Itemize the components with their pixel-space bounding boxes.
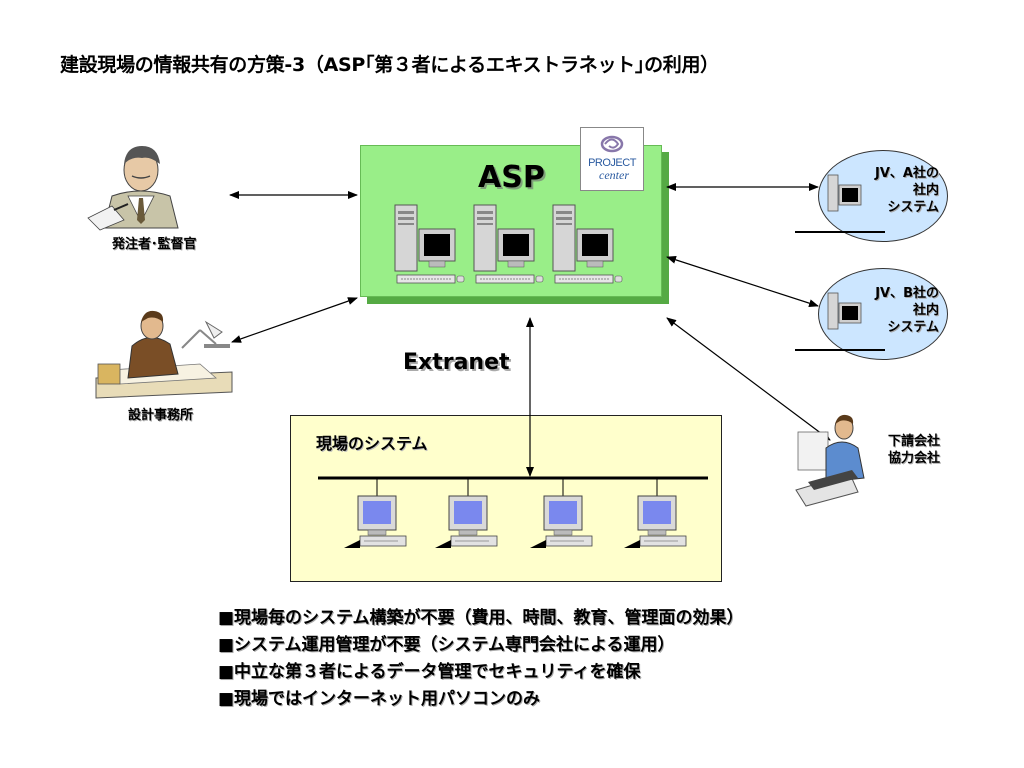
bullet-item-3: ■中立な第３者によるデータ管理でセキュリティを確保: [218, 662, 641, 682]
jv-a-label-line3: システム: [887, 200, 939, 215]
jv-b-label: JV、B社の 社内 システム: [855, 285, 939, 336]
asp-server-1: [394, 204, 465, 284]
project-center-logo-line1: PROJECT: [588, 157, 637, 169]
jv-b-label-line2: 社内: [912, 303, 939, 318]
jv-a-label: JV、A社の 社内 システム: [855, 165, 939, 216]
subcontractor-label-line2: 協力会社: [887, 451, 940, 466]
asp-label: ASP: [478, 160, 545, 195]
project-center-logo-icon: PROJECT center: [588, 135, 637, 182]
subcontractor-label: 下請会社 協力会社: [860, 433, 940, 467]
asp-jv-b-arrow: [666, 255, 819, 308]
asp-server-2: [473, 204, 544, 284]
bullet-item-1: ■現場毎のシステム構築が不要（費用、時間、教育、管理面の効果）: [218, 608, 744, 628]
site-pc-3: [529, 495, 593, 549]
design-asp-arrow: [231, 297, 358, 343]
site-pc-2: [434, 495, 498, 549]
designer-person-icon: [95, 310, 233, 399]
extranet-label: Extranet: [403, 350, 510, 375]
jv-a-label-line2: 社内: [912, 183, 939, 198]
jv-b-label-line1: JV、B社の: [875, 286, 939, 301]
bullet-item-4: ■現場ではインターネット用パソコンのみ: [218, 689, 541, 709]
jv-b-label-line3: システム: [887, 320, 939, 335]
jv-a-label-line1: JV、A社の: [875, 166, 939, 181]
site-system-label: 現場のシステム: [316, 434, 428, 453]
subcontractor-person-icon: [795, 414, 865, 507]
bullet-list: ■現場毎のシステム構築が不要（費用、時間、教育、管理面の効果） ■システム運用管…: [218, 605, 744, 713]
page-title: 建設現場の情報共有の方策-3（ASP｢第３者によるエキストラネット｣の利用）: [60, 54, 719, 76]
site-pc-4: [623, 495, 687, 549]
jv-a-computer-icon: [827, 174, 862, 212]
design-office-caption: 設計事務所: [128, 408, 194, 423]
owner-caption: 発注者･監督官: [112, 237, 197, 252]
subcontractor-label-line1: 下請会社: [887, 434, 940, 449]
project-center-logo: PROJECT center: [580, 127, 644, 191]
jv-b-computer-icon: [827, 292, 862, 330]
site-pc-1: [343, 495, 407, 549]
project-center-logo-line2: center: [599, 168, 629, 182]
asp-server-3: [552, 204, 623, 284]
bullet-item-2: ■システム運用管理が不要（システム専門会社による運用）: [218, 635, 675, 655]
asp-sub-arrow: [666, 317, 831, 441]
owner-person-icon: [87, 146, 179, 231]
